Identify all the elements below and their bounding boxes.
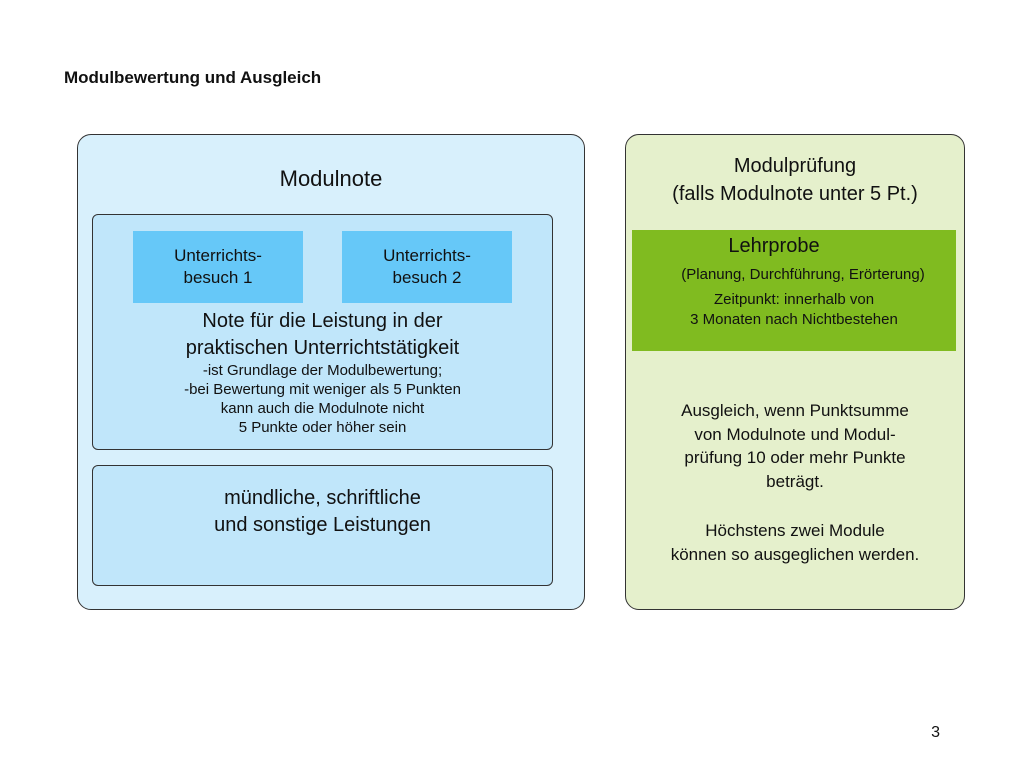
practical-note-body: -ist Grundlage der Modulbewertung; -bei … (184, 362, 461, 436)
lehrprobe-box (632, 230, 956, 351)
oral-written-text: mündliche, schriftliche und sonstige Lei… (214, 486, 431, 536)
visit-2-box: Unterrichts- besuch 2 (342, 231, 512, 303)
ausgleich-text: Ausgleich, wenn Punktsumme von Modulnote… (681, 401, 909, 491)
slide-title: Modulbewertung und Ausgleich (64, 68, 322, 87)
modulnote-title: Modulnote (279, 166, 383, 191)
visit-1-box: Unterrichts- besuch 1 (133, 231, 303, 303)
lehrprobe-timing: Zeitpunkt: innerhalb von 3 Monaten nach … (690, 291, 898, 328)
lehrprobe-title: Lehrprobe (728, 235, 820, 257)
practical-note-heading: Note für die Leistung in der praktischen… (185, 310, 460, 359)
oral-written-box: mündliche, schriftliche und sonstige Lei… (92, 465, 553, 586)
modulpruefung-title: Modulprüfung (falls Modulnote unter 5 Pt… (672, 155, 918, 205)
hoechstens-text: Höchstens zwei Module können so ausgegli… (670, 521, 920, 564)
page-number: 3 (931, 724, 940, 741)
lehrprobe-subtitle: (Planung, Durchführung, Erörterung) (681, 266, 925, 283)
modulpruefung-panel (625, 134, 965, 610)
